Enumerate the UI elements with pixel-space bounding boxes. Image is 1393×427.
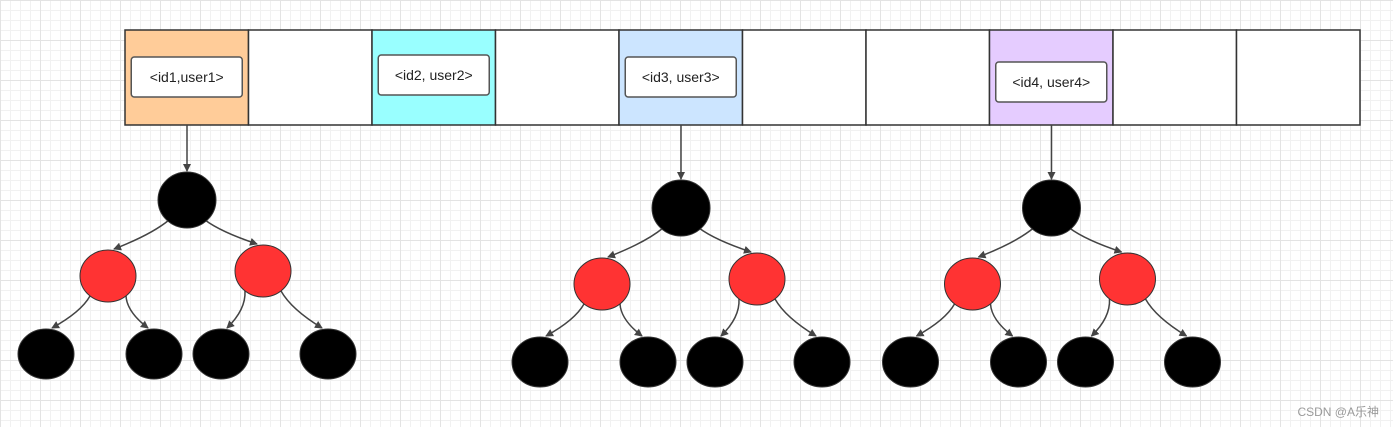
entry-box-id2: <id2, user2>	[377, 54, 490, 96]
bucket-cell	[494, 29, 620, 126]
red-node	[944, 257, 1001, 311]
black-node	[793, 336, 851, 388]
bucket-cell	[741, 29, 867, 126]
tree-edge-arrow	[545, 303, 585, 337]
red-node	[79, 249, 137, 303]
red-black-tree	[511, 125, 851, 388]
black-node	[125, 328, 183, 380]
tree-edge-arrow	[1069, 227, 1123, 254]
bucket-cell	[865, 29, 991, 126]
tree-edge-arrow	[774, 298, 817, 337]
red-black-tree	[17, 125, 357, 380]
entry-label: <id3, user3>	[642, 69, 720, 85]
red-node	[728, 252, 786, 306]
black-node	[157, 171, 217, 229]
black-node	[882, 336, 939, 388]
red-black-trees	[17, 125, 1221, 388]
red-node	[234, 244, 292, 298]
bucket-cell	[1235, 29, 1361, 126]
tree-edge-arrow	[915, 303, 956, 337]
tree-edge-arrow	[619, 303, 643, 337]
tree-edge-arrow	[113, 219, 170, 251]
tree-edge-arrow	[607, 227, 664, 259]
tree-edge-arrow	[989, 303, 1014, 337]
entry-label: <id1,user1>	[150, 69, 224, 85]
bucket-cell	[1112, 29, 1238, 126]
entry-box-rect	[995, 61, 1108, 103]
csdn-watermark: CSDN @A乐神	[1297, 405, 1379, 419]
black-node	[1164, 336, 1221, 388]
red-node	[1099, 252, 1156, 306]
tree-edge-arrow	[280, 290, 323, 329]
black-node	[1057, 336, 1114, 388]
black-node	[1022, 179, 1081, 237]
black-node	[990, 336, 1047, 388]
black-node	[511, 336, 569, 388]
tree-edge-arrow	[226, 290, 246, 329]
tree-edge-arrow	[1090, 298, 1111, 337]
entry-label: <id2, user2>	[395, 67, 473, 83]
red-black-tree	[882, 125, 1221, 388]
bucket-cell	[247, 29, 373, 126]
black-node	[686, 336, 744, 388]
tree-edge-arrow	[51, 295, 91, 329]
entry-box-rect	[377, 54, 490, 96]
tree-edge-arrow	[204, 219, 258, 246]
red-node	[573, 257, 631, 311]
black-node	[192, 328, 250, 380]
black-node	[651, 179, 711, 237]
black-node	[17, 328, 75, 380]
bucket-array	[124, 29, 1361, 126]
tree-edge-arrow	[1144, 298, 1188, 337]
entry-box-rect	[624, 56, 737, 98]
entry-box-rect	[130, 56, 243, 98]
entry-label: <id4, user4>	[1012, 74, 1090, 90]
entry-layer: <id1,user1> <id2, user2> <id3, user3> <i…	[130, 54, 1108, 103]
black-node	[619, 336, 677, 388]
black-node	[299, 328, 357, 380]
entry-box-id3: <id3, user3>	[624, 56, 737, 98]
tree-edge-arrow	[720, 298, 740, 337]
tree-edge-arrow	[977, 227, 1034, 259]
entry-box-id4: <id4, user4>	[995, 61, 1108, 103]
tree-edge-arrow	[698, 227, 752, 254]
entry-box-id1: <id1,user1>	[130, 56, 243, 98]
tree-edge-arrow	[125, 295, 149, 329]
